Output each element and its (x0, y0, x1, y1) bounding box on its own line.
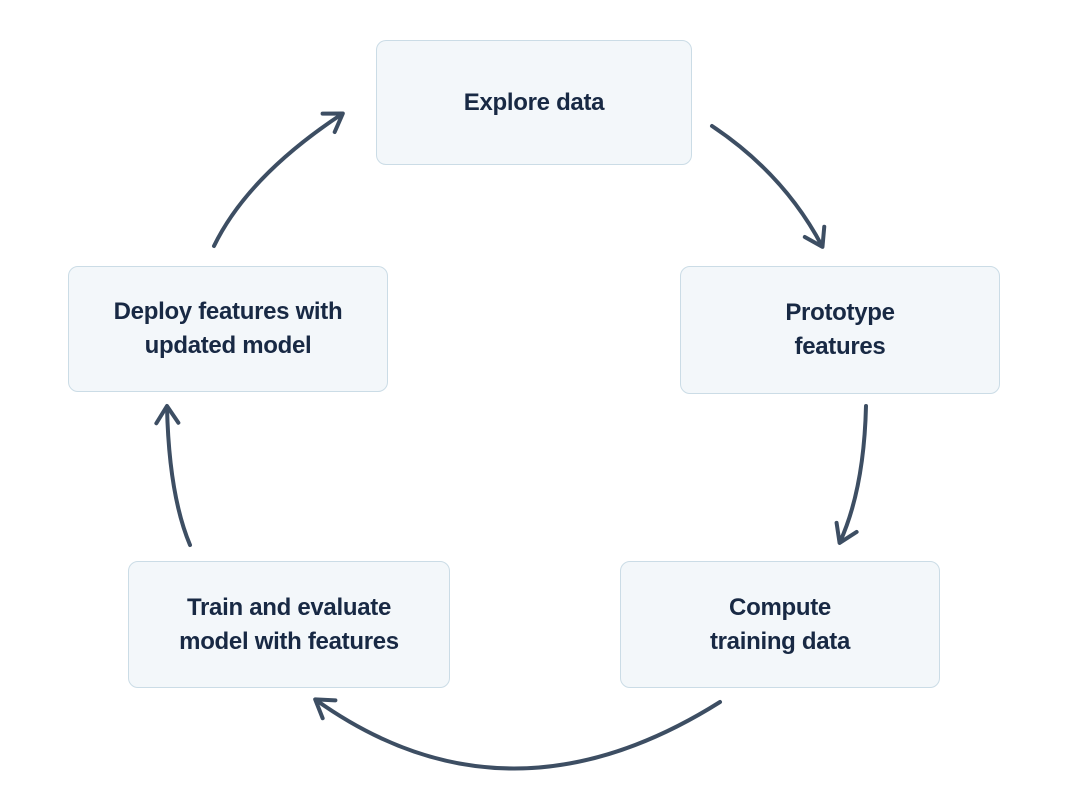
node-deploy-features-label: Deploy features with updated model (113, 298, 343, 359)
arrow-deploy-to-explore (212, 111, 345, 248)
node-deploy-features: Deploy features with updated model (68, 266, 388, 392)
node-explore-data: Explore data (376, 40, 692, 165)
node-compute-training-data: Compute training data (620, 561, 940, 688)
arrow-prototype-to-compute (834, 404, 868, 545)
node-compute-training-data-label: Compute training data (709, 593, 851, 655)
node-prototype-features: Prototype features (680, 266, 1000, 394)
node-train-evaluate-model: Train and evaluate model with features (128, 561, 450, 688)
node-train-evaluate-model-label: Train and evaluate model with features (179, 593, 399, 655)
node-explore-data-label: Explore data (463, 88, 605, 116)
arrow-compute-to-train (313, 697, 722, 771)
arrow-explore-to-prototype (710, 124, 827, 249)
arrow-train-to-deploy (154, 404, 192, 547)
node-prototype-features-label: Prototype features (785, 299, 895, 360)
